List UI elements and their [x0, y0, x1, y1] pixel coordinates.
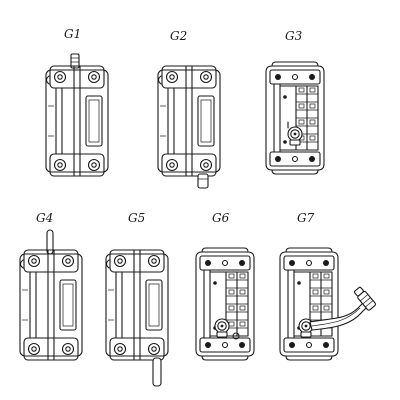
hinge-g3 [265, 61, 325, 175]
hinge-g6 [195, 247, 255, 361]
hinge-g5 [105, 249, 169, 387]
hinge-g4 [19, 229, 83, 361]
hinge-g2 [157, 65, 221, 189]
hinge-g7 [279, 247, 376, 361]
variant-label-g4: G4 [36, 211, 54, 225]
hinge-g1 [45, 53, 109, 177]
variant-label-g6: G6 [212, 211, 230, 225]
variant-label-g3: G3 [285, 29, 303, 43]
variant-label-g2: G2 [170, 29, 188, 43]
variant-label-g5: G5 [128, 211, 146, 225]
variant-label-g1: G1 [64, 27, 82, 41]
variant-label-g7: G7 [297, 211, 315, 225]
